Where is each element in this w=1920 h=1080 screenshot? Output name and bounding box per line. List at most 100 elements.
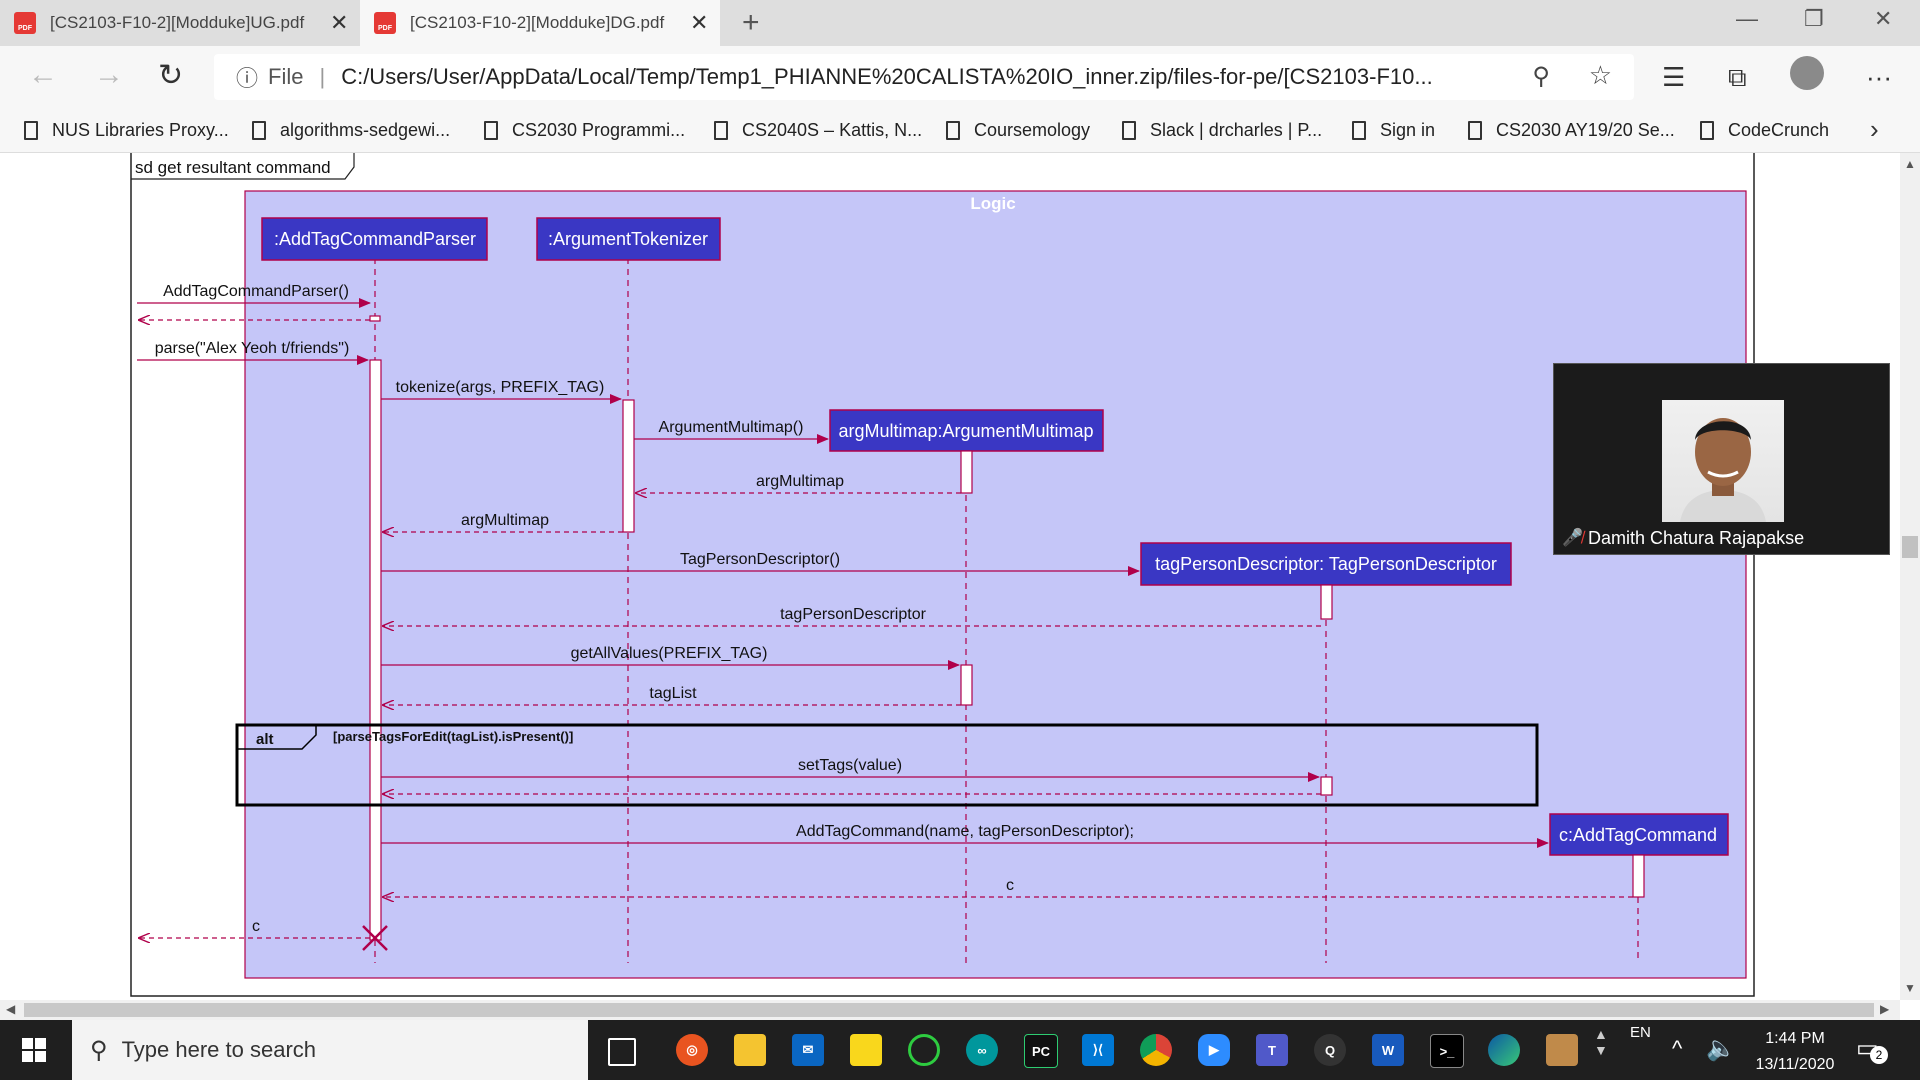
scroll-thumb[interactable] <box>1902 536 1918 558</box>
ubuntu-icon[interactable]: ◎ <box>676 1034 708 1066</box>
tray-scroll-icon[interactable]: ▲▼ <box>1594 1026 1608 1058</box>
activation-bar-argmultimap <box>960 450 973 494</box>
chrome-icon[interactable] <box>1140 1034 1172 1066</box>
file-explorer-icon[interactable] <box>734 1034 766 1066</box>
page-icon <box>1122 120 1136 140</box>
sequence-diagram: sd get resultant command Logic :AddTagCo… <box>130 153 1755 997</box>
teams-icon[interactable]: T <box>1256 1034 1288 1066</box>
page-icon <box>1468 120 1482 140</box>
participant-photo <box>1662 400 1784 522</box>
scroll-thumb[interactable] <box>24 1003 1874 1017</box>
bookmark-label: CS2030 AY19/20 Se... <box>1496 119 1675 140</box>
page-icon <box>484 120 498 140</box>
bookmark-item[interactable]: CS2030 AY19/20 Se... <box>1468 108 1675 152</box>
participant-addtagcommand: c:AddTagCommand <box>1549 813 1729 856</box>
restore-icon[interactable]: ❐ <box>1804 6 1824 31</box>
back-icon[interactable]: ← <box>28 58 58 91</box>
contacts-icon[interactable] <box>1546 1034 1578 1066</box>
bookmark-label: CS2030 Programmi... <box>512 119 686 140</box>
forward-icon[interactable]: → <box>94 58 124 91</box>
pycharm-icon[interactable]: PC <box>1024 1034 1058 1068</box>
sd-frame-label: sd get resultant command <box>135 158 331 177</box>
address-bar[interactable]: ⓘ File | C:/Users/User/AppData/Local/Tem… <box>214 54 1634 100</box>
minimize-icon[interactable]: — <box>1736 6 1758 31</box>
terminal-icon[interactable]: >_ <box>1430 1034 1464 1068</box>
favorite-star-icon[interactable]: ☆ <box>1588 60 1612 90</box>
zoom-icon[interactable]: ▶ <box>1198 1034 1230 1066</box>
message-label: c <box>1006 877 1014 894</box>
profile-avatar[interactable] <box>1790 56 1824 90</box>
sticky-notes-icon[interactable] <box>850 1034 882 1066</box>
bookmark-label: algorithms-sedgewi... <box>280 119 451 140</box>
vscode-icon[interactable]: ⟩⟨ <box>1082 1034 1114 1066</box>
windows-start-icon[interactable] <box>22 1038 46 1067</box>
refresh-icon[interactable]: ↻ <box>158 59 184 92</box>
alt-label: alt <box>256 731 274 748</box>
page-icon <box>24 120 38 140</box>
bookmark-label: Coursemology <box>974 119 1091 140</box>
notification-icon[interactable]: ▭2 <box>1856 1034 1888 1064</box>
message-label: parse("Alex Yeoh t/friends") <box>155 340 350 357</box>
destroy-marker <box>362 925 388 951</box>
activation-bar-settags <box>1320 776 1333 796</box>
show-hidden-icons-icon[interactable]: ^ <box>1672 1036 1683 1061</box>
speaker-icon[interactable]: 🔈 <box>1706 1035 1736 1062</box>
task-view-icon[interactable] <box>608 1038 636 1066</box>
collections-icon[interactable]: ⧉ <box>1728 62 1747 92</box>
activation-bar-tokenizer <box>622 399 635 533</box>
tab-dg-pdf[interactable]: PDF [CS2103-F10-2][Modduke]DG.pdf ✕ <box>360 0 720 46</box>
favorites-list-icon[interactable]: ☰ <box>1662 62 1686 92</box>
scroll-left-icon[interactable]: ◀ <box>6 1002 16 1016</box>
horizontal-scrollbar[interactable]: ◀ ▶ <box>0 1000 1900 1020</box>
bookmark-item[interactable]: algorithms-sedgewi... <box>252 108 450 152</box>
tab-label: [CS2103-F10-2][Modduke]UG.pdf <box>50 13 305 32</box>
bookmark-item[interactable]: CodeCrunch <box>1700 108 1829 152</box>
bookmark-item[interactable]: Coursemology <box>946 108 1090 152</box>
url-text[interactable]: C:/Users/User/AppData/Local/Temp/Temp1_P… <box>341 64 1433 89</box>
edge-icon[interactable] <box>1488 1034 1520 1066</box>
bookmark-item[interactable]: CS2040S – Kattis, N... <box>714 108 922 152</box>
logic-box <box>244 190 1747 979</box>
bookmark-item[interactable]: Slack | drcharles | P... <box>1122 108 1322 152</box>
message-label: getAllValues(PREFIX_TAG) <box>571 645 768 662</box>
vertical-scrollbar[interactable]: ▲ ▼ <box>1900 153 1920 1000</box>
bookmark-item[interactable]: CS2030 Programmi... <box>484 108 685 152</box>
message-label: argMultimap <box>756 473 844 490</box>
participant-label: tagPersonDescriptor: TagPersonDescriptor <box>1155 554 1497 574</box>
scroll-right-icon[interactable]: ▶ <box>1880 1002 1890 1016</box>
participant-label: argMultimap:ArgumentMultimap <box>838 421 1093 441</box>
message-label: ArgumentMultimap() <box>659 419 804 436</box>
message-label: tagPersonDescriptor <box>780 606 927 623</box>
new-tab-button[interactable]: + <box>742 6 760 39</box>
circular-app-icon[interactable] <box>908 1034 940 1066</box>
close-window-icon[interactable]: ✕ <box>1874 6 1893 31</box>
logic-label: Logic <box>970 194 1015 213</box>
scroll-down-icon[interactable]: ▼ <box>1904 981 1916 995</box>
taskbar-search[interactable]: ⚲ Type here to search <box>72 1020 588 1080</box>
participant-addtagcommandparser: :AddTagCommandParser <box>261 217 488 261</box>
file-label: File <box>268 64 304 89</box>
chevron-right-icon[interactable]: › <box>1870 114 1879 144</box>
bookmark-item[interactable]: NUS Libraries Proxy... <box>24 108 229 152</box>
message-label: AddTagCommand(name, tagPersonDescriptor)… <box>796 823 1134 840</box>
bookmark-item[interactable]: Sign in <box>1352 108 1435 152</box>
zoom-icon[interactable]: ⚲ <box>1532 63 1550 90</box>
page-icon <box>1352 120 1366 140</box>
info-icon[interactable]: ⓘ <box>236 66 259 91</box>
alt-fragment-tab <box>237 725 317 750</box>
bookmarks-bar: NUS Libraries Proxy... algorithms-sedgew… <box>0 108 1920 153</box>
word-icon[interactable]: W <box>1372 1034 1404 1066</box>
arduino-icon[interactable]: ∞ <box>966 1034 998 1066</box>
close-tab-icon[interactable]: ✕ <box>690 10 709 35</box>
close-tab-icon[interactable]: ✕ <box>330 10 349 35</box>
more-menu-icon[interactable]: ··· <box>1866 62 1892 92</box>
video-call-tile[interactable]: 🎤̸ Damith Chatura Rajapakse <box>1553 363 1890 555</box>
scroll-up-icon[interactable]: ▲ <box>1904 157 1916 171</box>
language-indicator[interactable]: EN <box>1630 1024 1651 1041</box>
search-app-icon[interactable]: Q <box>1314 1034 1346 1066</box>
participant-argmultimap: argMultimap:ArgumentMultimap <box>829 409 1104 452</box>
system-clock[interactable]: 1:44 PM 13/11/2020 <box>1740 1026 1850 1078</box>
navigation-bar: ← → ↻ ⓘ File | C:/Users/User/AppData/Loc… <box>0 46 1920 108</box>
mail-icon[interactable]: ✉ <box>792 1034 824 1066</box>
tab-ug-pdf[interactable]: PDF [CS2103-F10-2][Modduke]UG.pdf ✕ <box>0 0 360 46</box>
